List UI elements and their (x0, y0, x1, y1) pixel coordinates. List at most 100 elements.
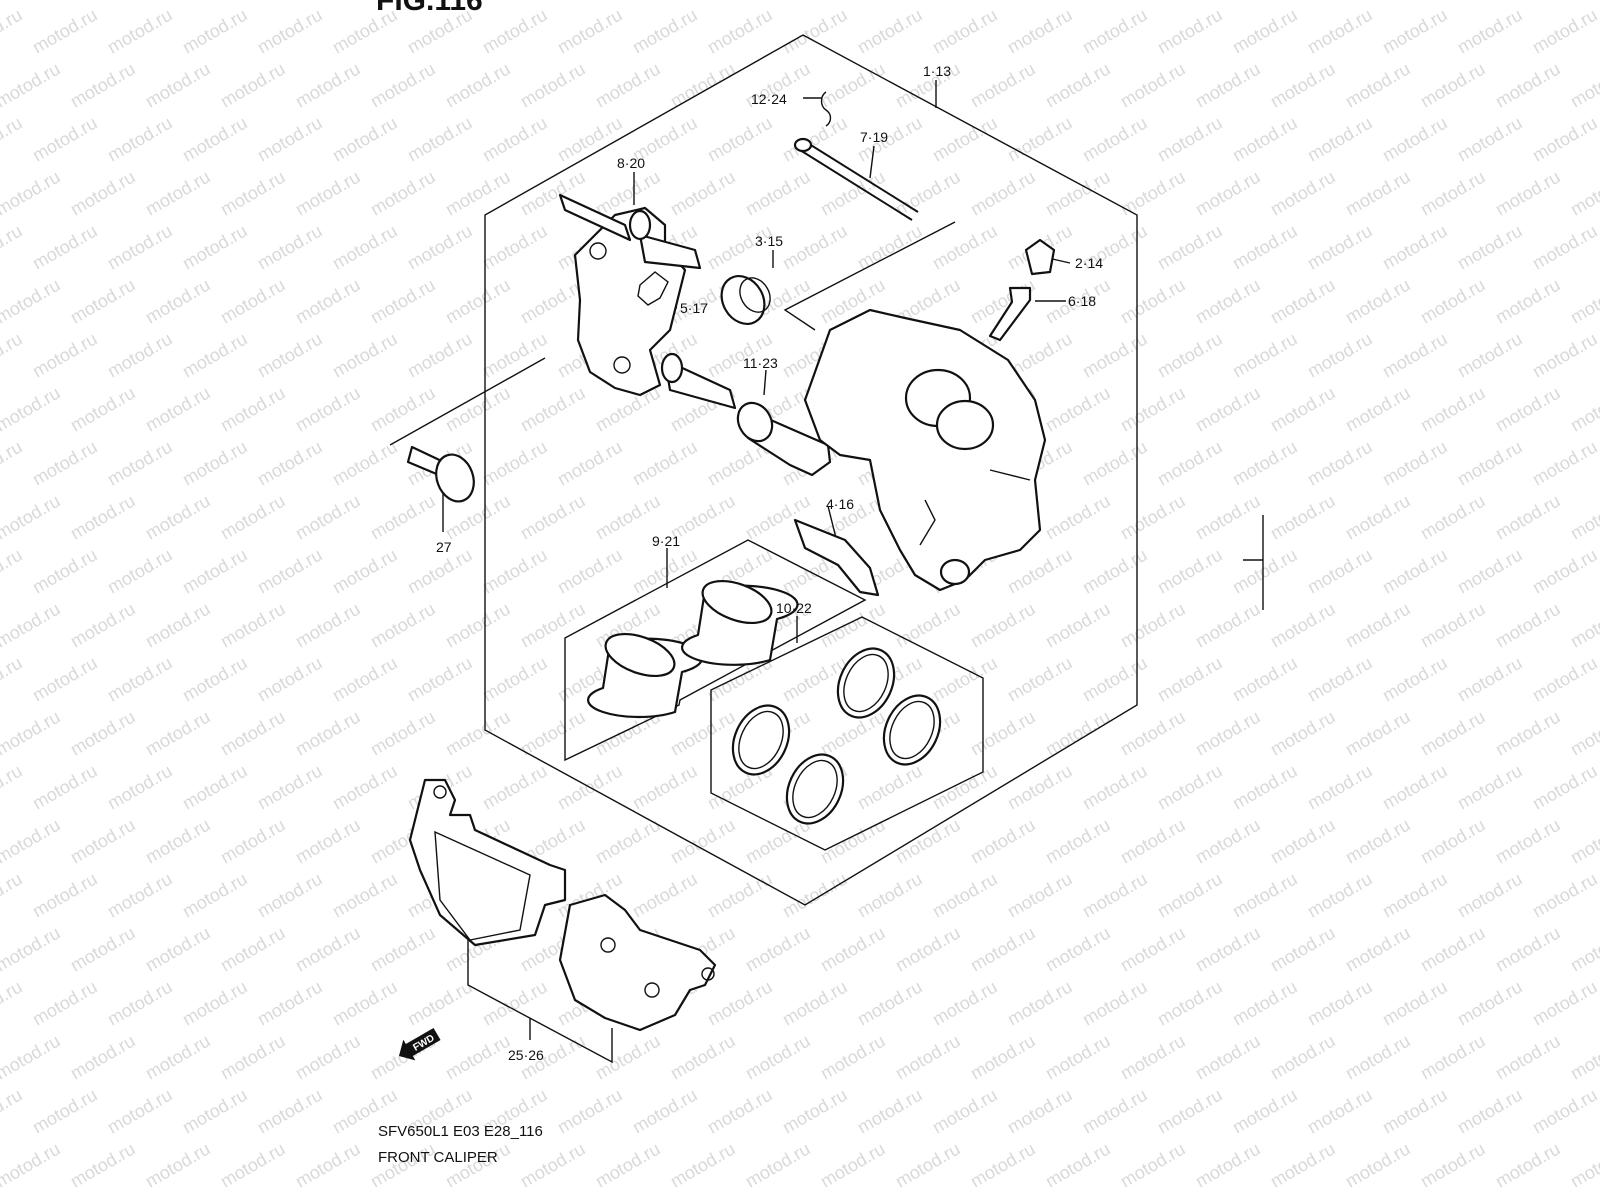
watermark-text: motod.ru (1229, 653, 1301, 706)
watermark-text: motod.ru (1567, 383, 1600, 436)
watermark-text: motod.ru (1267, 59, 1339, 112)
watermark-text: motod.ru (367, 491, 439, 544)
callout-3-15: 3·15 (755, 233, 783, 249)
watermark-text: motod.ru (67, 923, 139, 976)
callout-6-18: 6·18 (1068, 293, 1096, 309)
watermark-text: motod.ru (142, 59, 214, 112)
watermark-text: motod.ru (704, 113, 776, 166)
watermark-text: motod.ru (1117, 707, 1189, 760)
watermark-text: motod.ru (1304, 437, 1376, 490)
watermark-text: motod.ru (1267, 383, 1339, 436)
watermark-text: motod.ru (1267, 275, 1339, 328)
watermark-text: motod.ru (854, 221, 926, 274)
watermark-text: motod.ru (629, 869, 701, 922)
watermark-text: motod.ru (442, 1031, 514, 1084)
watermark-text: motod.ru (1492, 707, 1564, 760)
watermark-text: motod.ru (779, 869, 851, 922)
watermark-text: motod.ru (104, 761, 176, 814)
watermark-text: motod.ru (1417, 167, 1489, 220)
watermark-text: motod.ru (779, 977, 851, 1030)
watermark-text: motod.ru (1042, 599, 1114, 652)
watermark-text: motod.ru (1229, 329, 1301, 382)
watermark-text: motod.ru (1117, 599, 1189, 652)
watermark-text: motod.ru (554, 545, 626, 598)
watermark-text: motod.ru (254, 1085, 326, 1138)
watermark-text: motod.ru (1042, 59, 1114, 112)
watermark-text: motod.ru (179, 1085, 251, 1138)
watermark-text: motod.ru (142, 815, 214, 868)
watermark-text: motod.ru (1492, 815, 1564, 868)
watermark-text: motod.ru (254, 113, 326, 166)
watermark-text: motod.ru (67, 491, 139, 544)
watermark-text: motod.ru (0, 437, 26, 490)
watermark-text: motod.ru (1417, 1031, 1489, 1084)
watermark-text: motod.ru (1529, 221, 1600, 274)
callout-27: 27 (436, 539, 452, 555)
watermark-text: motod.ru (667, 815, 739, 868)
watermark-text: motod.ru (817, 923, 889, 976)
watermark-text: motod.ru (104, 329, 176, 382)
watermark-text: motod.ru (1117, 1031, 1189, 1084)
watermark-text: motod.ru (329, 329, 401, 382)
assembly-outline (484, 34, 1138, 906)
watermark-text: motod.ru (779, 5, 851, 58)
watermark-text: motod.ru (1454, 329, 1526, 382)
callout-9-21: 9·21 (652, 533, 680, 549)
pad-pin (793, 137, 919, 221)
watermark-text: motod.ru (1004, 1085, 1076, 1138)
watermark-text: motod.ru (254, 5, 326, 58)
watermark-text: motod.ru (292, 599, 364, 652)
watermark-text: motod.ru (1529, 5, 1600, 58)
watermark-text: motod.ru (1079, 113, 1151, 166)
watermark-text: motod.ru (67, 1031, 139, 1084)
watermark-text: motod.ru (442, 599, 514, 652)
watermark-text: motod.ru (0, 707, 64, 760)
watermark-text: motod.ru (1529, 761, 1600, 814)
watermark-text: motod.ru (254, 977, 326, 1030)
watermark-text: motod.ru (1567, 815, 1600, 868)
watermark-text: motod.ru (667, 1139, 739, 1192)
watermark-text: motod.ru (142, 383, 214, 436)
callout-1-13: 1·13 (923, 63, 951, 79)
watermark-text: motod.ru (667, 0, 739, 3)
watermark-text: motod.ru (1417, 599, 1489, 652)
watermark-text: motod.ru (1567, 923, 1600, 976)
watermark-text: motod.ru (1079, 653, 1151, 706)
watermark-text: motod.ru (742, 0, 814, 3)
watermark-text: motod.ru (929, 977, 1001, 1030)
watermark-text: motod.ru (1379, 761, 1451, 814)
watermark-text: motod.ru (479, 977, 551, 1030)
watermark-text: motod.ru (442, 275, 514, 328)
watermark-text: motod.ru (1004, 5, 1076, 58)
watermark-text: motod.ru (592, 1139, 664, 1192)
watermark-text: motod.ru (1042, 1031, 1114, 1084)
watermark-text: motod.ru (217, 491, 289, 544)
watermark-text: motod.ru (1042, 0, 1114, 3)
watermark-text: motod.ru (1117, 1139, 1189, 1192)
watermark-text: motod.ru (517, 59, 589, 112)
watermark-text: motod.ru (29, 761, 101, 814)
watermark-text: motod.ru (1417, 59, 1489, 112)
pin-clip (820, 91, 832, 127)
watermark-text: motod.ru (254, 869, 326, 922)
watermark-text: motod.ru (1454, 977, 1526, 1030)
watermark-text: motod.ru (217, 707, 289, 760)
watermark-text: motod.ru (629, 5, 701, 58)
watermark-text: motod.ru (1267, 0, 1339, 3)
watermark-text: motod.ru (217, 815, 289, 868)
watermark-text: motod.ru (1567, 59, 1600, 112)
watermark-text: motod.ru (704, 869, 776, 922)
watermark-text: motod.ru (592, 0, 664, 3)
watermark-text: motod.ru (1379, 653, 1451, 706)
watermark-text: motod.ru (929, 113, 1001, 166)
watermark-text: motod.ru (967, 923, 1039, 976)
caliper-body (803, 308, 1047, 592)
pistons (587, 579, 799, 719)
watermark-text: motod.ru (329, 221, 401, 274)
watermark-text: motod.ru (1154, 653, 1226, 706)
watermark-text: motod.ru (0, 1031, 64, 1084)
watermark-text: motod.ru (1492, 383, 1564, 436)
watermark-text: motod.ru (0, 167, 64, 220)
watermark-text: motod.ru (179, 5, 251, 58)
watermark-text: motod.ru (1154, 869, 1226, 922)
